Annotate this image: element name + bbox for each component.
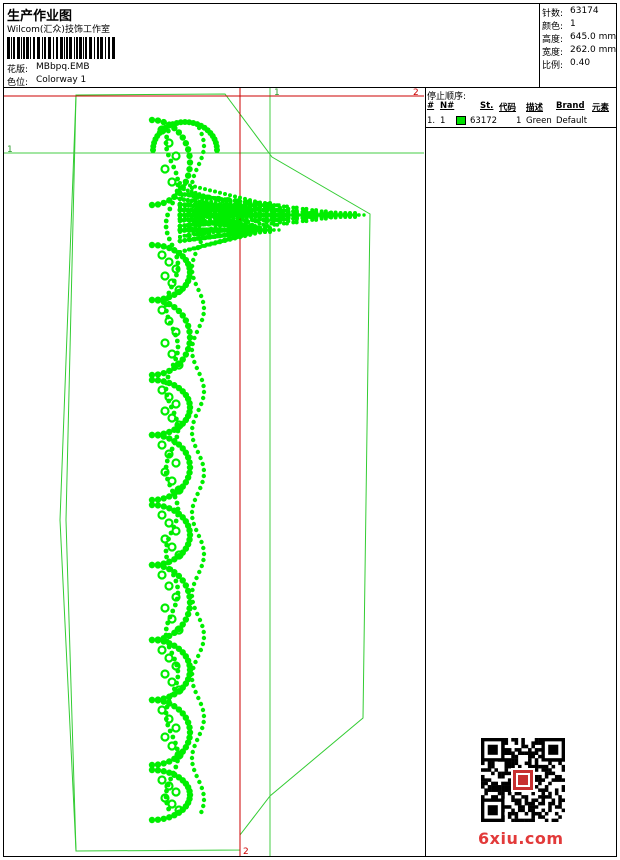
color-swatch [456,116,466,125]
width-value: 262.0 mm [570,45,617,55]
design-outline-inner [65,94,77,852]
embroidery-pattern [148,116,366,824]
page-title: 生产作业图 [7,9,73,24]
canvas-divider [425,87,426,857]
colors-value: 1 [570,19,576,29]
guide-marker-1-left: 1 [7,145,13,155]
col-stitches: St. [480,101,494,111]
stitches-value: 63174 [570,6,599,16]
colorway-value: Colorway 1 [36,75,87,85]
design-label: 花版: [7,65,29,75]
stats-divider [539,3,540,87]
colorway-label: 色位: [7,78,29,88]
col-needle: N# [440,101,455,111]
row-brand: Default [556,116,588,126]
watermark: 6xiu.com [478,829,564,848]
colors-label: 颜色: [542,22,564,32]
row-index: 1. [427,116,436,126]
stitches-label: 针数: [542,9,564,19]
row-stitches: 63172 [470,116,498,126]
scale-value: 0.40 [570,58,591,68]
col-description: 描述 [526,103,544,113]
barcode [7,37,115,59]
col-brand: Brand [556,101,585,111]
col-element: 元素 [592,103,610,113]
design-value: MBbpq.EMB [36,62,90,72]
row-needle: 1 [440,116,446,126]
table-bottom-line [425,127,617,128]
width-label: 宽度: [542,48,564,58]
stop-sequence-title: 停止顺序: [427,92,467,102]
guide-marker-1-top: 1 [274,88,280,98]
page-frame [3,3,617,857]
row-description: Green [526,116,552,126]
studio-name: Wilcom(汇众)技饰工作室 [7,25,110,35]
qr-code [481,738,565,822]
height-label: 高度: [542,35,564,45]
header-divider [3,87,617,88]
row-code: 1 [516,116,522,126]
guide-marker-2-bottom: 2 [243,847,249,857]
scale-label: 比例: [542,61,564,71]
col-code: 代码 [499,103,517,113]
col-index: # [427,101,435,111]
guide-marker-2-top: 2 [413,88,419,98]
height-value: 645.0 mm [570,32,617,42]
